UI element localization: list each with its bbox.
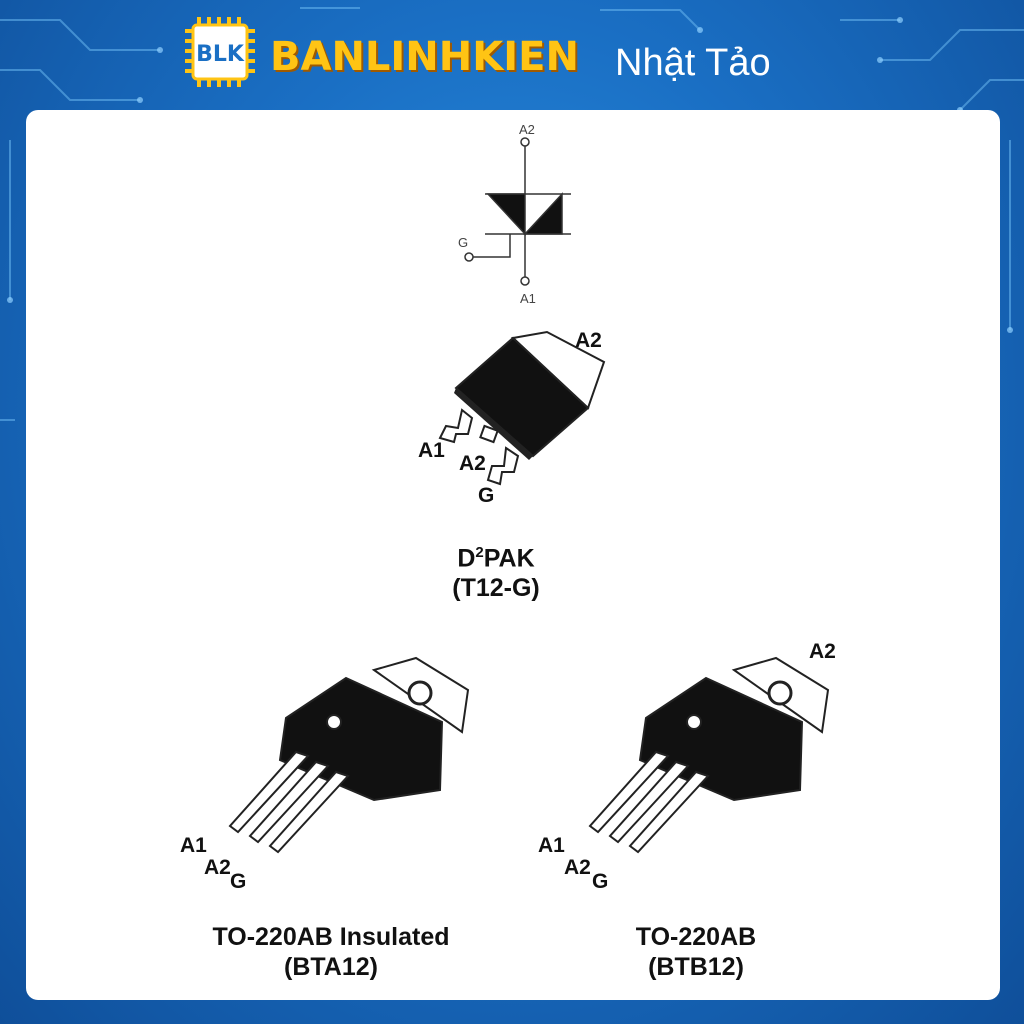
d2pak-part: (T12-G) xyxy=(452,574,540,603)
to220-package xyxy=(588,656,830,854)
to220-caption: TO-220AB (BTB12) xyxy=(586,922,806,982)
d2pak-pin-1: A1 xyxy=(418,439,445,462)
blk-logo-icon: BLK xyxy=(185,17,255,87)
to220-insulated-caption: TO-220AB Insulated (BTA12) xyxy=(176,922,486,982)
d2pak-pin-2: A2 xyxy=(459,452,486,475)
to220-part: (BTB12) xyxy=(648,953,744,981)
to220-ins-pin-1: A1 xyxy=(180,834,207,857)
to220-insulated-package xyxy=(228,656,470,854)
d2pak-name-rest: PAK xyxy=(483,544,535,573)
d2pak-pin-3: G xyxy=(478,484,494,507)
d2pak-name-sup: 2 xyxy=(475,544,484,561)
d2pak-pin-tab: A2 xyxy=(575,329,602,352)
content-card: A2 G A1 A2 A1 A2 G xyxy=(26,110,1000,1000)
to220-name: TO-220AB xyxy=(635,923,757,951)
to220-ins-pin-2: A2 xyxy=(204,856,231,879)
header: BLK BANLINHKIEN Nhật Tảo xyxy=(0,0,1024,110)
brand-name: BANLINHKIEN xyxy=(270,34,579,80)
to220-pin-3: G xyxy=(592,870,608,893)
d2pak-name: D2PAK xyxy=(396,538,596,573)
d2pak-package xyxy=(438,330,606,486)
to220-pin-1: A1 xyxy=(538,834,565,857)
to220-pin-2: A2 xyxy=(564,856,591,879)
to220-ins-pin-3: G xyxy=(230,870,246,893)
to220-insulated-name: TO-220AB Insulated xyxy=(212,923,450,951)
triac-diagram: A2 G A1 A2 A1 A2 G xyxy=(180,122,836,893)
d2pak-caption: D2PAK (T12-G) xyxy=(396,538,596,603)
to220-insulated-part: (BTA12) xyxy=(284,953,378,981)
logo-text: BLK xyxy=(196,42,245,67)
d2pak-name-main: D xyxy=(457,544,476,573)
symbol-label-a2: A2 xyxy=(519,122,535,137)
triac-symbol xyxy=(464,137,571,286)
symbol-label-a1: A1 xyxy=(520,291,536,306)
symbol-label-g: G xyxy=(458,235,468,250)
brand-subtitle: Nhật Tảo xyxy=(615,42,771,84)
to220-pin-tab: A2 xyxy=(809,640,836,663)
